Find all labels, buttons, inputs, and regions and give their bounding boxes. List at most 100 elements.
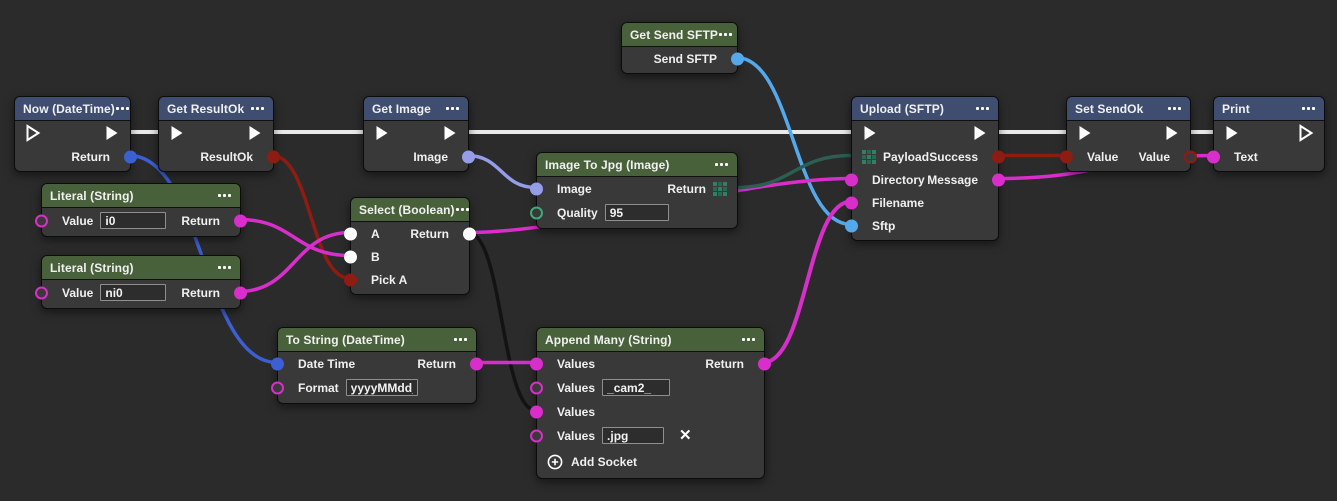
node-menu-button[interactable] xyxy=(217,263,232,272)
node-menu-button[interactable] xyxy=(115,104,130,113)
node-menu-button[interactable] xyxy=(455,205,470,214)
imagetojpg-quality-field[interactable] xyxy=(604,204,669,221)
literal1-value-field[interactable] xyxy=(100,212,167,229)
wire-getsendsftp-out-upload-sftp[interactable] xyxy=(734,55,853,227)
port-print-text-input[interactable] xyxy=(1207,150,1220,163)
node-menu-button[interactable] xyxy=(250,104,265,113)
port-imagetojpg-return-grid-icon[interactable] xyxy=(713,181,727,196)
add-socket-button[interactable]: Add Socket xyxy=(547,454,637,470)
exec-in-pin[interactable] xyxy=(1077,124,1093,142)
wire-getresultok-result-select-picka[interactable] xyxy=(270,153,352,281)
exec-in-pin[interactable] xyxy=(374,124,390,142)
port-literal2-return-output[interactable] xyxy=(234,286,247,299)
port-appendmany-values-input[interactable] xyxy=(530,405,543,418)
node-header[interactable]: To String (DateTime) xyxy=(278,328,476,352)
node-literal1[interactable]: Literal (String)ValueReturn xyxy=(35,183,247,237)
port-select-b-input[interactable] xyxy=(344,250,357,263)
wire-appendmany-return-upload-filename[interactable] xyxy=(761,199,853,365)
port-tostring-date-time-input[interactable] xyxy=(271,357,284,370)
wire-literal2-return-select-a[interactable] xyxy=(237,230,352,294)
node-header[interactable]: Image To Jpg (Image) xyxy=(537,153,737,177)
exec-out-pin[interactable] xyxy=(972,124,988,142)
wire-literal1-return-select-b[interactable] xyxy=(237,217,352,258)
port-now-return-output[interactable] xyxy=(124,150,137,163)
exec-out-pin[interactable] xyxy=(1164,124,1180,142)
port-upload-payload-grid-icon[interactable] xyxy=(862,149,876,164)
node-menu-button[interactable] xyxy=(975,104,990,113)
node-menu-button[interactable] xyxy=(445,104,460,113)
port-literal1-return-output[interactable] xyxy=(234,214,247,227)
exec-in-pin[interactable] xyxy=(862,124,878,142)
node-menu-button[interactable] xyxy=(714,160,729,169)
port-upload-sftp-input[interactable] xyxy=(845,219,858,232)
node-header[interactable]: Select (Boolean) xyxy=(351,198,469,222)
node-header[interactable]: Get Send SFTP xyxy=(622,23,737,47)
port-literal1-value-input[interactable] xyxy=(35,214,48,227)
port-upload-directory-input[interactable] xyxy=(845,173,858,186)
node-menu-button[interactable] xyxy=(741,335,756,344)
port-appendmany-values-input[interactable] xyxy=(530,429,543,442)
port-tostring-return-output[interactable] xyxy=(470,357,483,370)
exec-out-pin[interactable] xyxy=(1298,124,1314,142)
wire-imagetojpg-return-upload-payload[interactable] xyxy=(734,153,853,190)
wire-select-return-appendmany-values3[interactable] xyxy=(466,230,538,413)
port-literal2-value-input[interactable] xyxy=(35,286,48,299)
port-appendmany-values-input[interactable] xyxy=(530,357,543,370)
port-setsendok-value-input[interactable] xyxy=(1060,150,1073,163)
port-upload-message-output[interactable] xyxy=(992,173,1005,186)
exec-out-pin[interactable] xyxy=(442,124,458,142)
node-header[interactable]: Print xyxy=(1214,97,1324,121)
node-menu-button[interactable] xyxy=(718,30,733,39)
node-menu-button[interactable] xyxy=(1167,104,1182,113)
wire-getimage-image-imagetojpg-image[interactable] xyxy=(465,153,538,190)
node-header[interactable]: Now (DateTime) xyxy=(15,97,130,121)
node-literal2[interactable]: Literal (String)ValueReturn xyxy=(35,255,247,309)
port-select-a-input[interactable] xyxy=(344,227,357,240)
port-getsendsftp-send-sftp-output[interactable] xyxy=(731,52,744,65)
literal2-value-field[interactable] xyxy=(100,284,167,301)
node-header[interactable]: Get ResultOk xyxy=(159,97,273,121)
port-appendmany-return-output[interactable] xyxy=(758,357,771,370)
exec-out-pin[interactable] xyxy=(104,124,120,142)
appendmany-values-field[interactable] xyxy=(602,379,671,396)
exec-in-pin[interactable] xyxy=(169,124,185,142)
appendmany-values-field[interactable] xyxy=(602,427,665,444)
port-upload-filename-input[interactable] xyxy=(845,196,858,209)
node-menu-button[interactable] xyxy=(453,335,468,344)
node-header[interactable]: Upload (SFTP) xyxy=(852,97,998,121)
node-header[interactable]: Literal (String) xyxy=(42,184,240,208)
node-now[interactable]: Now (DateTime)Return xyxy=(14,96,137,172)
node-menu-button[interactable] xyxy=(1301,104,1316,113)
node-appendmany[interactable]: Append Many (String)ValuesReturnValuesVa… xyxy=(530,327,771,479)
exec-in-pin[interactable] xyxy=(1224,124,1240,142)
port-tostring-format-input[interactable] xyxy=(271,381,284,394)
port-getimage-image-output[interactable] xyxy=(462,150,475,163)
exec-out-pin[interactable] xyxy=(247,124,263,142)
port-select-return-output[interactable] xyxy=(463,227,476,240)
port-appendmany-values-input[interactable] xyxy=(530,381,543,394)
remove-socket-button[interactable]: ✕ xyxy=(679,427,692,444)
port-setsendok-value-output[interactable] xyxy=(1184,150,1197,163)
port-getresultok-resultok-output[interactable] xyxy=(267,150,280,163)
port-imagetojpg-image-input[interactable] xyxy=(530,182,543,195)
port-imagetojpg-quality-input[interactable] xyxy=(530,206,543,219)
tostring-format-field[interactable] xyxy=(345,379,418,396)
exec-in-pin[interactable] xyxy=(25,124,41,142)
node-header[interactable]: Literal (String) xyxy=(42,256,240,280)
port-select-pick-a-input[interactable] xyxy=(344,273,357,286)
node-menu-button[interactable] xyxy=(217,191,232,200)
port-upload-success-output[interactable] xyxy=(992,150,1005,163)
node-header[interactable]: Get Image xyxy=(364,97,468,121)
node-header[interactable]: Append Many (String) xyxy=(537,328,764,352)
node-header[interactable]: Set SendOk xyxy=(1067,97,1190,121)
